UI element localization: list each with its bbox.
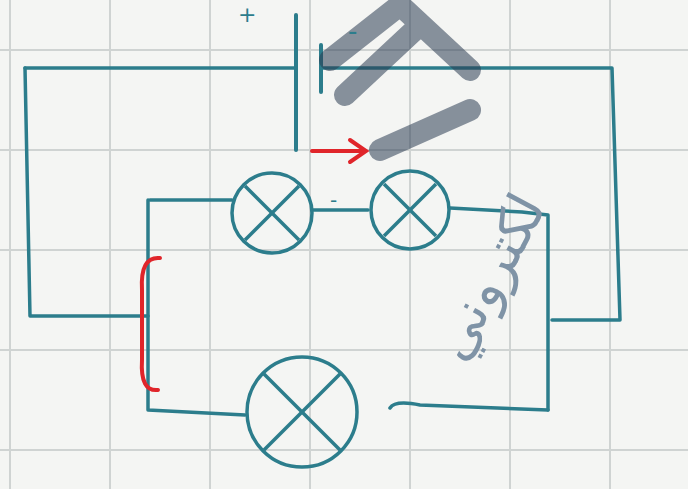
red-bracket — [142, 258, 160, 390]
minus-sign: - — [330, 190, 337, 210]
watermark-logo — [330, 5, 470, 150]
minus-sign: - — [348, 18, 357, 44]
current-arrow — [312, 140, 366, 162]
plus-sign: + — [238, 4, 256, 26]
watermark-text: لكتروني — [424, 186, 555, 369]
bulb-symbols — [232, 171, 449, 467]
wires — [25, 15, 620, 415]
